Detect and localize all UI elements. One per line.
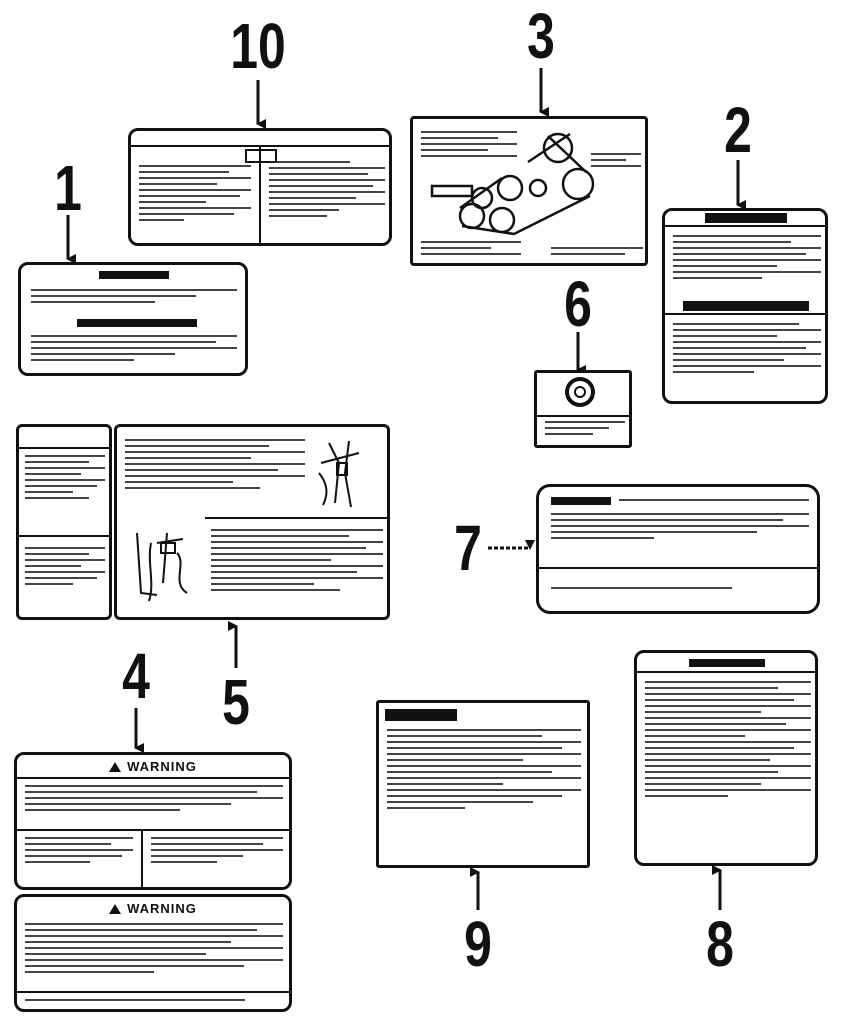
label-8 <box>634 650 818 866</box>
label-3 <box>410 116 648 266</box>
callout-number-6: 6 <box>564 268 592 340</box>
label-5-left-panel <box>16 424 112 620</box>
warning-icon <box>109 762 122 772</box>
label-5-figure-top <box>318 440 360 508</box>
belt-routing-diagram <box>430 132 595 236</box>
label-4-header: WARNING <box>17 759 289 774</box>
label-4-lower: WARNING <box>14 894 292 1012</box>
callout-number-8: 8 <box>706 908 734 980</box>
label-10-badge <box>245 149 277 163</box>
callout-number-10: 10 <box>230 10 286 82</box>
label-9 <box>376 700 590 868</box>
label-7-header-bar <box>551 497 611 505</box>
label-2-subheader-bar <box>683 301 809 311</box>
label-4-lower-header: WARNING <box>17 901 289 916</box>
callout-number-7: 7 <box>454 512 482 584</box>
label-6-emblem <box>565 377 595 407</box>
label-10 <box>128 128 392 246</box>
label-9-header-bar <box>385 709 457 721</box>
label-5-figure-bottom <box>136 532 188 602</box>
label-6 <box>534 370 632 448</box>
label-4: WARNING <box>14 752 292 890</box>
warning-icon <box>109 904 122 914</box>
label-5 <box>114 424 390 620</box>
label-8-header-bar <box>689 659 765 667</box>
label-2-header-bar <box>705 213 787 223</box>
callout-number-4: 4 <box>122 640 150 712</box>
label-7 <box>536 484 820 614</box>
label-2 <box>662 208 828 404</box>
callout-number-2: 2 <box>724 94 752 166</box>
callout-number-9: 9 <box>464 908 492 980</box>
label-1-subheader-bar <box>77 319 197 327</box>
label-1 <box>18 262 248 376</box>
label-1-header-bar <box>99 271 169 279</box>
callout-number-1: 1 <box>54 152 82 224</box>
callout-number-3: 3 <box>527 0 555 72</box>
callout-number-5: 5 <box>222 666 250 738</box>
